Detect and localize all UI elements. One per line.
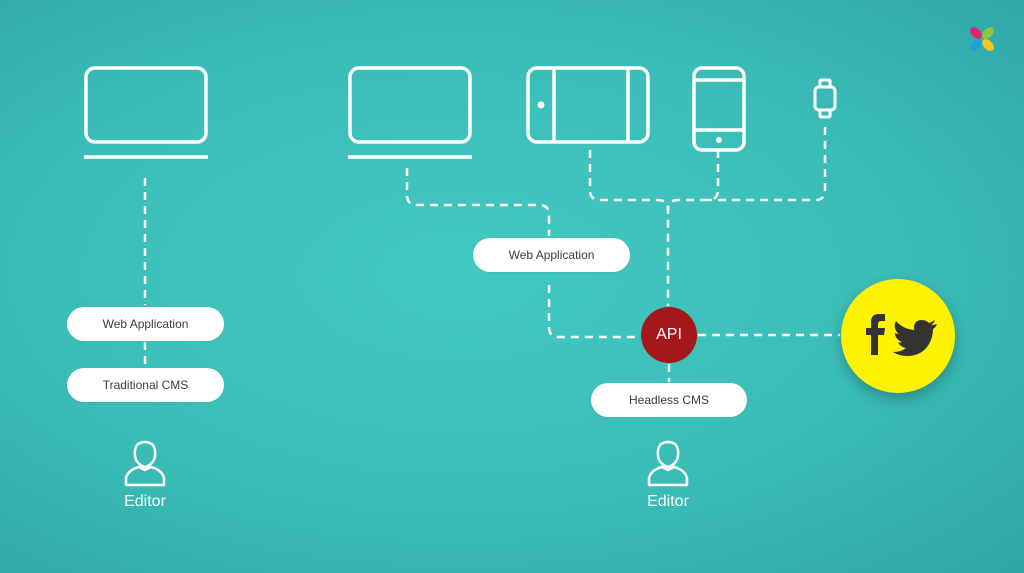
phone-home-button-icon [716,137,722,143]
laptop-icon [348,66,472,159]
facebook-icon [866,314,885,355]
laptop-icon [84,66,208,159]
editor-label-headless: Editor [647,493,689,510]
traditional-cms-label: Traditional CMS [102,378,189,392]
tablet-icon [526,66,650,144]
watch-icon [813,78,837,119]
api-node: API [641,307,697,363]
brand-logo-icon [970,27,994,51]
headless-cms-pill: Headless CMS [591,383,747,417]
user-icon [124,440,166,487]
social-icons [866,314,937,356]
connector-headless [405,127,840,382]
tablet-home-button-icon [537,101,545,109]
twitter-icon [893,320,937,356]
editor-label-traditional: Editor [124,493,166,510]
web-application-label: Web Application [508,248,595,262]
web-application-label: Web Application [102,317,189,331]
web-application-pill-traditional: Web Application [67,307,224,341]
traditional-cms-pill: Traditional CMS [67,368,224,402]
web-application-pill-headless: Web Application [473,238,630,272]
headless-cms-label: Headless CMS [628,393,710,407]
social-media-bubble [841,279,955,393]
api-label: API [656,326,682,343]
user-icon [647,440,689,487]
